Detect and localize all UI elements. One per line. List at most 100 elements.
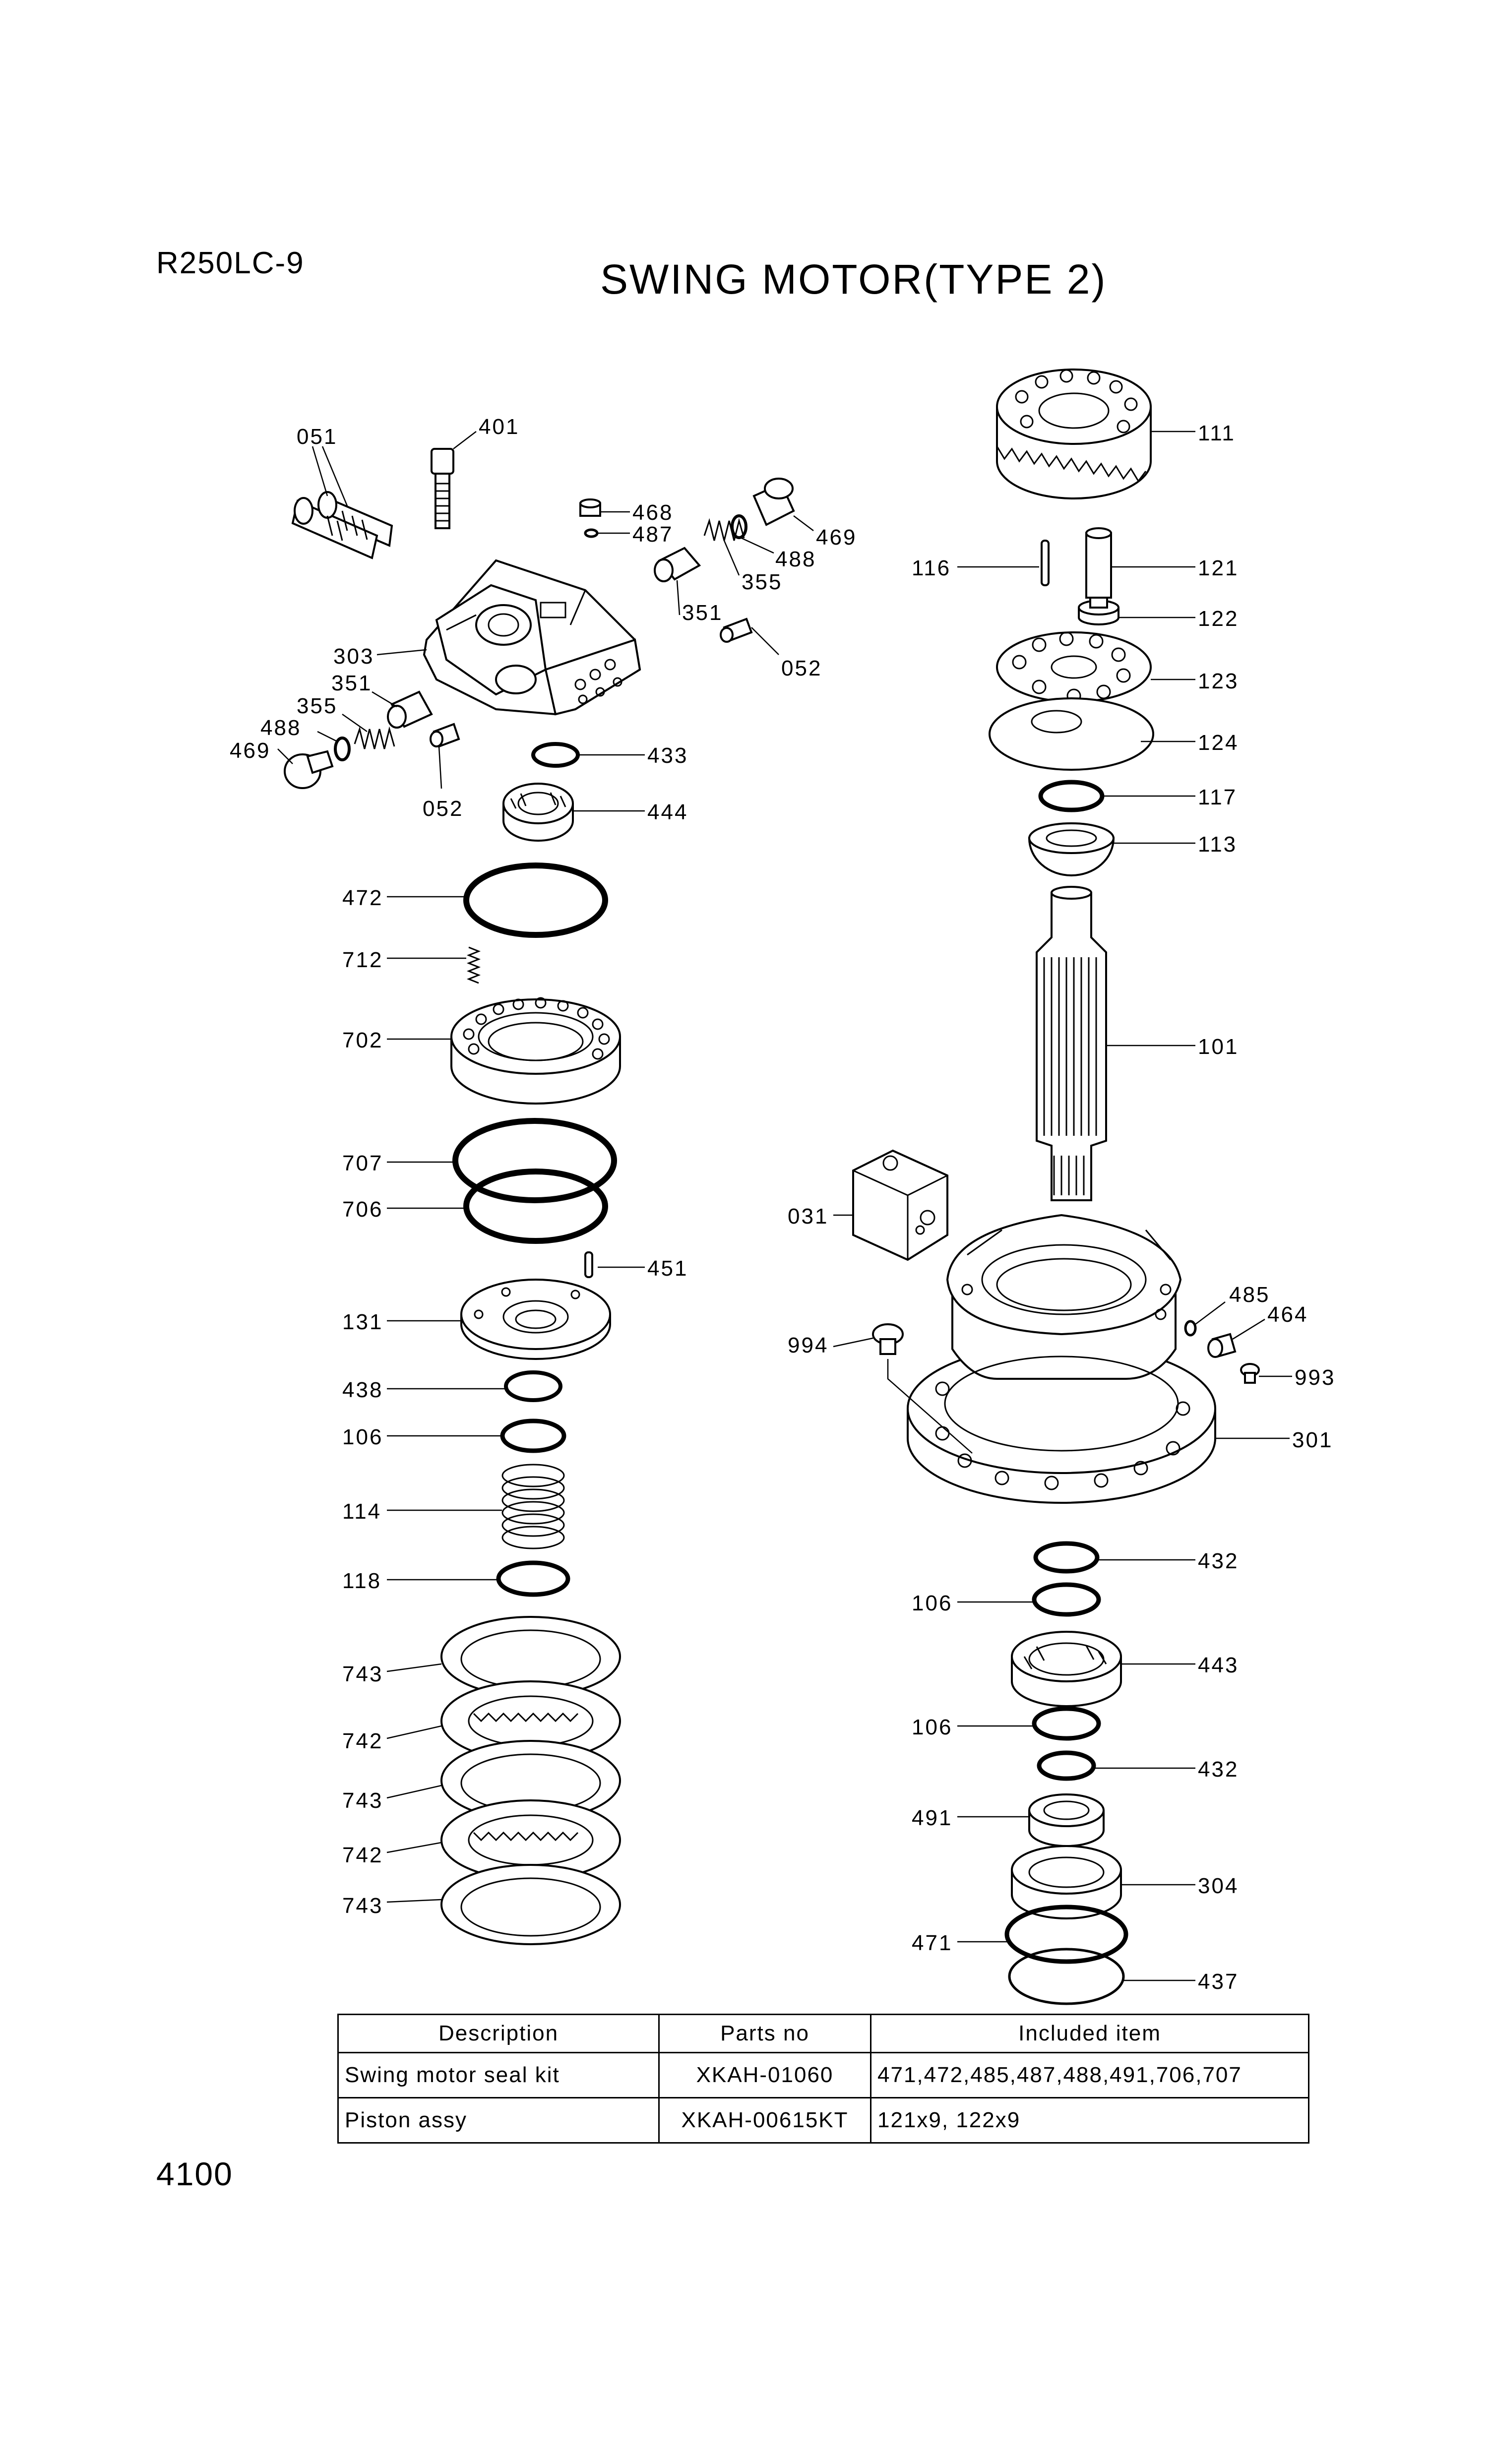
table-header-row: Description Parts no Included item bbox=[337, 2014, 1309, 2053]
row-description: Swing motor seal kit bbox=[337, 2052, 660, 2098]
callout-051: 051 bbox=[297, 425, 337, 449]
callout-488-right: 488 bbox=[775, 547, 816, 571]
separator-plate-743-b bbox=[440, 1740, 621, 1821]
callout-451: 451 bbox=[647, 1256, 688, 1281]
spacer-118 bbox=[496, 1560, 570, 1597]
brake-piston-702 bbox=[450, 997, 621, 1105]
callout-437: 437 bbox=[1198, 1970, 1239, 1994]
poppet-351-right bbox=[654, 547, 701, 582]
plug-993 bbox=[1240, 1363, 1260, 1384]
o-ring-471 bbox=[1004, 1905, 1128, 1964]
callout-304: 304 bbox=[1198, 1874, 1239, 1898]
callout-464: 464 bbox=[1267, 1302, 1308, 1327]
callout-052-right: 052 bbox=[781, 656, 822, 680]
callout-301: 301 bbox=[1292, 1428, 1333, 1452]
o-ring-472 bbox=[463, 862, 608, 938]
plug-052-left bbox=[430, 723, 460, 748]
snap-ring-437 bbox=[1008, 1948, 1125, 2005]
header-included-item: Included item bbox=[870, 2014, 1309, 2053]
callout-491: 491 bbox=[912, 1806, 952, 1830]
row-parts-no: XKAH-01060 bbox=[658, 2052, 871, 2098]
cover-304 bbox=[1011, 1845, 1122, 1919]
callout-121: 121 bbox=[1198, 556, 1239, 580]
table-row: Piston assy XKAH-00615KT 121x9, 122x9 bbox=[337, 2097, 1309, 2144]
callout-355-right: 355 bbox=[742, 570, 782, 594]
callout-488-left: 488 bbox=[260, 716, 301, 740]
callout-122: 122 bbox=[1198, 607, 1239, 631]
cylinder-block-111 bbox=[996, 369, 1152, 499]
callout-106-left: 106 bbox=[342, 1425, 383, 1449]
callout-706: 706 bbox=[342, 1197, 383, 1222]
callout-432-b: 432 bbox=[1198, 1757, 1239, 1782]
o-ring-488-left bbox=[334, 737, 351, 761]
callout-468: 468 bbox=[632, 500, 673, 525]
model-number: R250LC-9 bbox=[156, 246, 305, 280]
o-ring-706 bbox=[463, 1169, 608, 1244]
callout-116: 116 bbox=[912, 556, 951, 580]
header-description: Description bbox=[337, 2014, 660, 2053]
spring-355-left bbox=[354, 726, 395, 749]
callout-485: 485 bbox=[1229, 1283, 1270, 1307]
snap-ring-432-a bbox=[1033, 1541, 1100, 1574]
o-ring-487 bbox=[584, 528, 599, 538]
o-ring-488-right bbox=[731, 514, 747, 539]
callout-106-right-a: 106 bbox=[912, 1591, 952, 1615]
callout-994: 994 bbox=[788, 1333, 828, 1357]
callout-303: 303 bbox=[333, 644, 374, 669]
retainer-plate-123 bbox=[996, 631, 1152, 703]
header-parts-no: Parts no bbox=[658, 2014, 871, 2053]
callout-712: 712 bbox=[342, 948, 383, 972]
valve-plate-131 bbox=[460, 1279, 611, 1360]
callout-401: 401 bbox=[479, 415, 519, 439]
relief-valve-051 bbox=[291, 491, 393, 559]
callout-031: 031 bbox=[788, 1204, 828, 1229]
shoe-122 bbox=[1078, 597, 1119, 625]
spring-114 bbox=[501, 1464, 565, 1549]
table-row: Swing motor seal kit XKAH-01060 471,472,… bbox=[337, 2052, 1309, 2098]
callout-471: 471 bbox=[912, 1931, 952, 1955]
callout-131: 131 bbox=[342, 1310, 383, 1334]
callout-106-right-b: 106 bbox=[912, 1715, 952, 1739]
shoe-plate-124 bbox=[989, 697, 1154, 771]
o-ring-707 bbox=[452, 1118, 617, 1203]
callout-111: 111 bbox=[1198, 421, 1236, 445]
snap-ring-438 bbox=[504, 1370, 562, 1402]
callout-101: 101 bbox=[1198, 1035, 1239, 1059]
callout-743-b: 743 bbox=[342, 1788, 383, 1813]
callout-469-right: 469 bbox=[816, 525, 857, 550]
callout-118: 118 bbox=[342, 1569, 381, 1593]
callout-487: 487 bbox=[632, 522, 673, 547]
parts-table: Description Parts no Included item Swing… bbox=[337, 2014, 1309, 2144]
oil-seal-491 bbox=[1028, 1793, 1105, 1847]
spacer-117 bbox=[1038, 780, 1105, 812]
callout-702: 702 bbox=[342, 1028, 383, 1052]
snap-ring-432-b bbox=[1037, 1750, 1096, 1781]
spacer-106-right-b bbox=[1032, 1706, 1101, 1741]
snap-ring-433 bbox=[531, 742, 580, 768]
o-ring-485 bbox=[1184, 1320, 1197, 1337]
callout-433: 433 bbox=[647, 743, 688, 768]
callout-124: 124 bbox=[1198, 731, 1239, 755]
callout-707: 707 bbox=[342, 1151, 383, 1175]
plug-469-right bbox=[752, 478, 795, 526]
spacer-106-right-a bbox=[1032, 1582, 1101, 1617]
row-description: Piston assy bbox=[337, 2097, 660, 2144]
callout-443: 443 bbox=[1198, 1653, 1239, 1677]
bearing-444 bbox=[502, 783, 574, 842]
page-number: 4100 bbox=[156, 2156, 233, 2192]
separator-plate-743-c bbox=[440, 1864, 621, 1945]
callout-123: 123 bbox=[1198, 669, 1239, 693]
spherical-bush-113 bbox=[1028, 822, 1115, 876]
valve-casing-303 bbox=[423, 559, 641, 716]
row-included-item: 121x9, 122x9 bbox=[870, 2097, 1309, 2144]
callout-355-left: 355 bbox=[297, 694, 337, 718]
plug-994 bbox=[872, 1323, 904, 1355]
poppet-351-left bbox=[387, 690, 433, 729]
callout-743-c: 743 bbox=[342, 1894, 383, 1918]
row-included-item: 471,472,485,487,488,491,706,707 bbox=[870, 2052, 1309, 2098]
spring-712 bbox=[466, 946, 481, 984]
pin-116 bbox=[1041, 540, 1050, 586]
callout-438: 438 bbox=[342, 1378, 383, 1402]
plug-469-left bbox=[284, 750, 334, 789]
valve-block-031 bbox=[852, 1149, 948, 1261]
